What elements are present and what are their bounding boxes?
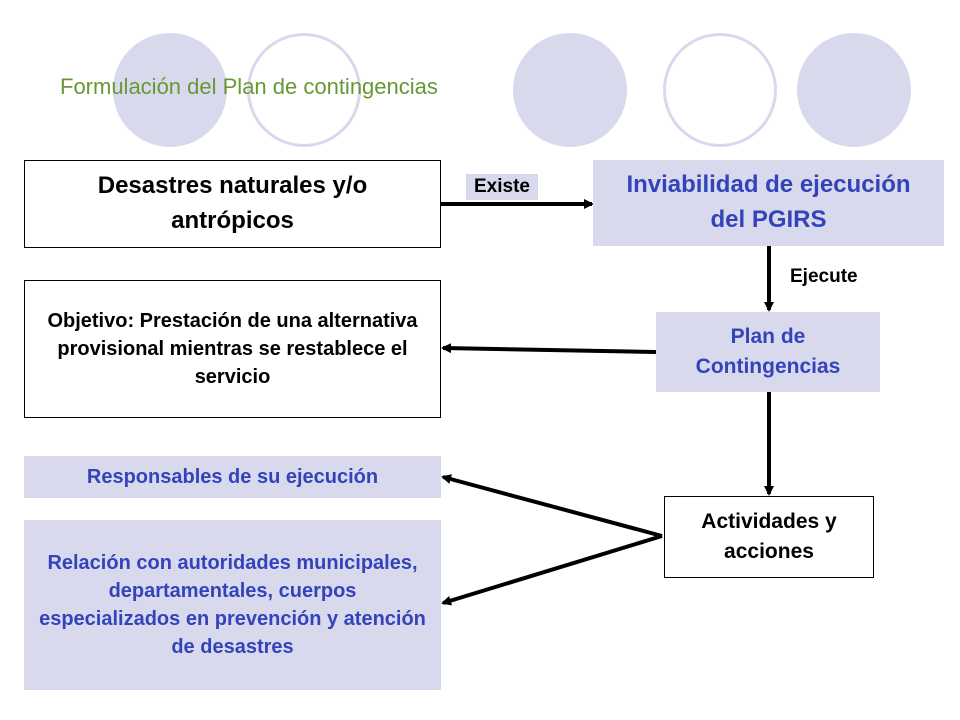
node-plan-label: Plan de Contingencias bbox=[695, 324, 841, 378]
edge-label-existe: Existe bbox=[466, 174, 538, 200]
decor-circle-4 bbox=[663, 33, 777, 147]
decor-circle-5 bbox=[797, 33, 911, 147]
node-responsables: Responsables de su ejecución bbox=[24, 456, 441, 498]
node-inviabilidad-label: Inviabilidad de ejecución del PGIRS bbox=[626, 171, 911, 233]
edge-label-ejecute: Ejecute bbox=[790, 266, 858, 287]
arrow-actividades-to-relacion bbox=[441, 534, 663, 606]
node-actividades: Actividades y acciones bbox=[664, 496, 874, 578]
node-inviabilidad: Inviabilidad de ejecución del PGIRS bbox=[593, 160, 944, 246]
node-relacion: Relación con autoridades municipales, de… bbox=[24, 520, 441, 690]
decor-circle-3 bbox=[513, 33, 627, 147]
node-desastres: Desastres naturales y/o antrópicos bbox=[24, 160, 441, 248]
decor-circle-2 bbox=[247, 33, 361, 147]
arrow-actividades-to-responsables bbox=[441, 474, 663, 538]
arrow-plan-to-objetivo bbox=[441, 343, 657, 354]
node-relacion-label: Relación con autoridades municipales, de… bbox=[39, 552, 426, 658]
node-objetivo: Objetivo: Prestación de una alternativa … bbox=[24, 280, 441, 418]
decor-circle-1 bbox=[113, 33, 227, 147]
node-responsables-label: Responsables de su ejecución bbox=[86, 466, 379, 488]
node-objetivo-label: Objetivo: Prestación de una alternativa … bbox=[47, 310, 418, 388]
page-title: Formulación del Plan de contingencias bbox=[60, 74, 438, 99]
node-plan: Plan de Contingencias bbox=[656, 312, 880, 392]
node-desastres-label: Desastres naturales y/o antrópicos bbox=[97, 172, 368, 234]
node-actividades-label: Actividades y acciones bbox=[701, 509, 837, 563]
